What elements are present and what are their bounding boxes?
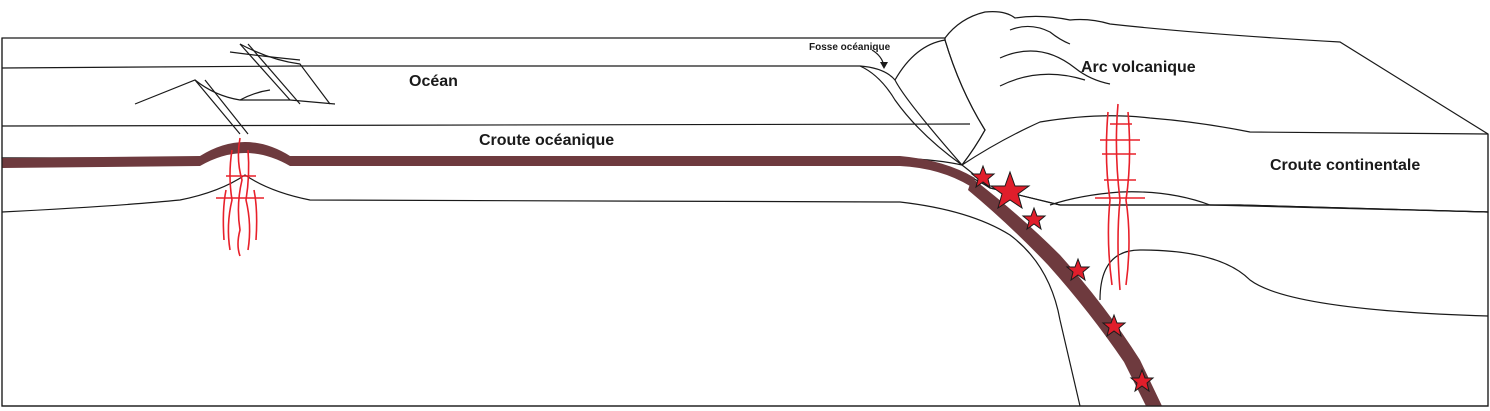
arc-magma xyxy=(1095,103,1145,291)
earthquake-foci xyxy=(970,164,1155,393)
label-continental-crust: Croute continentale xyxy=(1270,157,1420,174)
oceanic-crust-layer xyxy=(2,142,975,186)
label-oceanic-crust: Croute océanique xyxy=(479,132,614,149)
subducting-slab xyxy=(968,178,1162,406)
continental-crust xyxy=(944,11,1489,213)
label-ocean: Océan xyxy=(409,73,458,90)
label-trench: Fosse océanique xyxy=(809,42,891,53)
earthquake-star xyxy=(970,164,996,189)
earthquake-star xyxy=(1021,206,1047,231)
ridge-magma xyxy=(216,137,264,257)
earthquake-star xyxy=(1065,257,1091,282)
earthquake-star xyxy=(989,170,1031,210)
earthquake-star xyxy=(1129,368,1155,393)
earthquake-star xyxy=(1101,313,1127,338)
mantle xyxy=(1,142,1489,407)
label-volcanic-arc: Arc volcanique xyxy=(1081,59,1196,76)
